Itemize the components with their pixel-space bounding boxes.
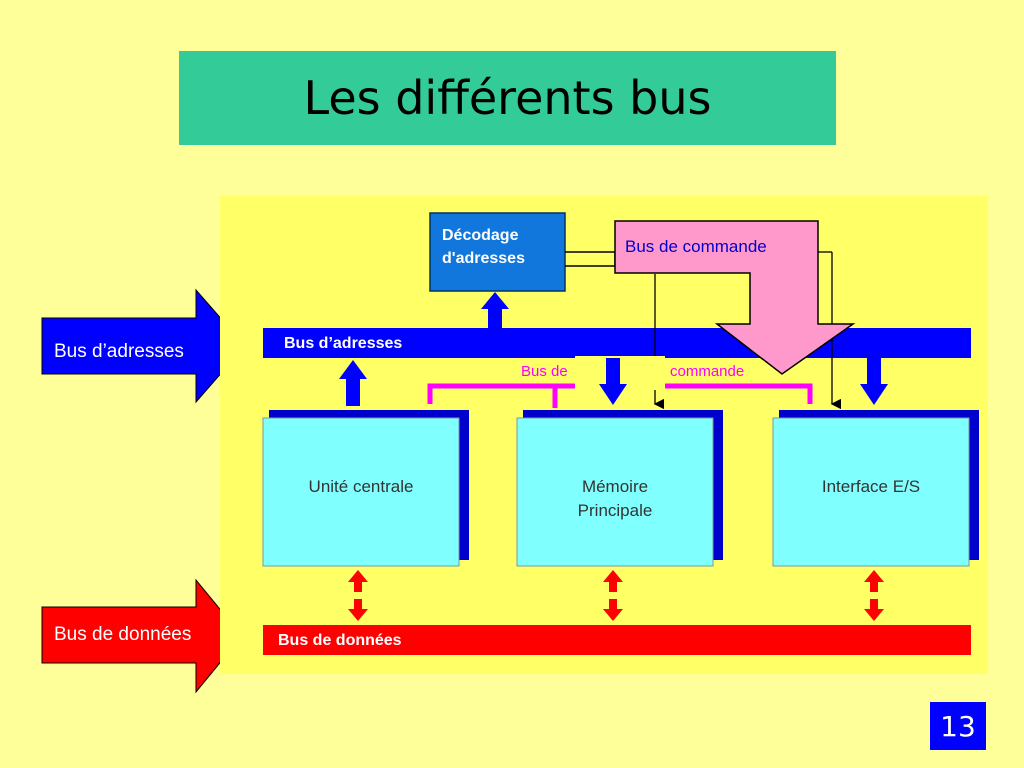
address-bus-arrow-label: Bus d’adresses: [54, 341, 184, 362]
decoder-box: [429, 212, 566, 292]
cpu-data-arrow: [348, 570, 368, 621]
unit-memory-label-line1: Mémoire: [582, 477, 648, 496]
command-callout-shape: [614, 220, 856, 375]
io-address-down-arrow: [860, 358, 888, 405]
page-number-badge: 13: [930, 702, 986, 750]
diagram-panel: Bus d’adresses Décodage d'adresses Bus d…: [220, 196, 988, 674]
command-bus-label-part1: Bus de: [521, 363, 568, 380]
unit-cpu-label: Unité centrale: [309, 477, 414, 496]
page-number: 13: [940, 709, 976, 743]
decoder-up-arrow: [481, 292, 509, 328]
unit-io: [772, 417, 970, 567]
decoder-line1: Décodage: [442, 227, 519, 244]
command-bus-label-part2: commande: [670, 363, 744, 380]
unit-io-label: Interface E/S: [822, 477, 920, 496]
unit-memory-label-line2: Principale: [578, 501, 653, 520]
decoder-line2: d'adresses: [442, 250, 525, 267]
unit-cpu: [262, 417, 460, 567]
data-bus-arrow-label: Bus de données: [54, 624, 191, 645]
memory-data-arrow: [603, 570, 623, 621]
address-bus-bar-label: Bus d’adresses: [284, 335, 402, 352]
memory-address-down-arrow: [599, 358, 627, 405]
address-bus-bar: [263, 328, 971, 358]
bus-diagram: Bus d’adresses Décodage d'adresses Bus d…: [262, 212, 979, 655]
io-data-arrow: [864, 570, 884, 621]
data-bus-arrow: [41, 578, 243, 694]
title-banner: Les différents bus: [179, 51, 836, 145]
unit-memory: [516, 417, 714, 567]
command-callout-label: Bus de commande: [625, 237, 767, 256]
data-bus-bar: [263, 625, 971, 655]
data-bus-bar-label: Bus de données: [278, 632, 402, 649]
cpu-address-up-arrow: [339, 360, 367, 406]
slide-title: Les différents bus: [303, 71, 712, 125]
